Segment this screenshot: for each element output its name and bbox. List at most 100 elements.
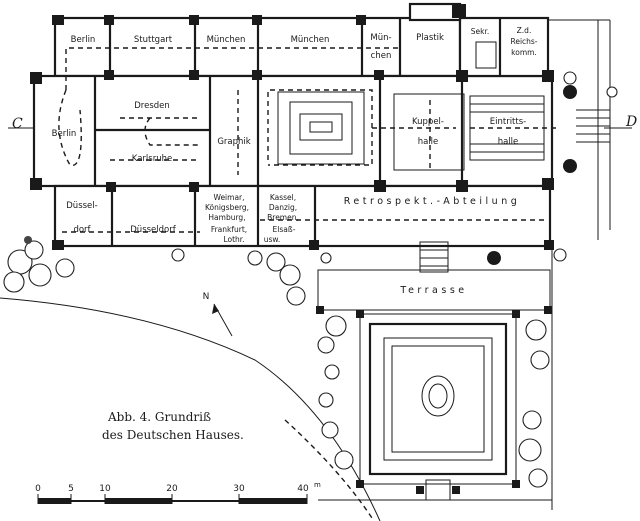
terrace-dashed-line	[284, 419, 373, 519]
tree	[24, 236, 32, 244]
kuppelhalle-ring	[393, 93, 465, 171]
route-courtyard	[267, 89, 373, 166]
room-label-kassel-3: Bremen,	[267, 213, 299, 222]
room-label-kassel-5: usw.	[264, 235, 281, 244]
room-label-kassel-2: Danzig,	[269, 203, 297, 212]
fountain-inner	[428, 383, 448, 409]
terrace	[316, 269, 552, 501]
tree	[518, 438, 542, 462]
column-round	[487, 251, 501, 265]
pillar	[512, 480, 520, 488]
room-label-weimar-3: Hamburg,	[208, 213, 245, 222]
column-round	[563, 85, 577, 99]
route-south	[62, 219, 545, 233]
room-label-berlin-left: Berlin	[52, 129, 77, 139]
tree	[325, 315, 347, 337]
room-label-dresden: Dresden	[134, 101, 170, 111]
tree	[279, 264, 301, 286]
pillar	[542, 70, 554, 82]
pillar	[356, 15, 366, 25]
pillar	[30, 178, 42, 190]
courtyard-basin	[299, 113, 343, 141]
room-label-weimar-4: Frankfurt,	[211, 225, 247, 234]
room-label-kassel-4: Elsaß-	[273, 225, 296, 234]
fountain-basin	[421, 375, 455, 417]
pillar	[452, 486, 460, 494]
scale-label-5: 5	[68, 484, 74, 494]
courtyard-outer	[277, 91, 365, 165]
pillar	[52, 15, 64, 25]
pillars	[30, 4, 577, 265]
terrace-stairs	[419, 241, 449, 273]
column-round	[563, 159, 577, 173]
pillar	[452, 4, 466, 18]
room-label-plastik: Plastik	[416, 33, 444, 43]
pillar	[356, 480, 364, 488]
pillar	[456, 180, 468, 192]
scale-unit: m	[314, 481, 321, 489]
tree	[324, 364, 340, 380]
caption-line-2: des Deutschen Hauses.	[102, 428, 244, 442]
terrace-label: Terrasse	[399, 285, 467, 296]
tree	[266, 252, 286, 272]
pillar	[512, 310, 520, 318]
tree	[3, 271, 25, 293]
tree	[530, 350, 550, 370]
tree	[553, 248, 567, 262]
pillar	[544, 240, 554, 250]
room-label-weimar-5: Lothr.	[223, 235, 244, 244]
scale-label-10: 10	[99, 484, 111, 494]
room-label-reichskomm-3: komm.	[511, 48, 537, 57]
garden-gate	[425, 479, 451, 501]
room-label-eintrittshalle-1: Eintritts-	[490, 117, 526, 127]
terrace-area	[317, 269, 551, 311]
scale-bar-seg	[105, 498, 172, 504]
north-label: N	[203, 292, 210, 302]
north-arrow: N	[203, 292, 233, 337]
pillar	[374, 180, 386, 192]
tree	[606, 86, 618, 98]
section-marker-c: C	[12, 116, 23, 132]
scale-bar-seg	[239, 498, 307, 504]
pillar	[542, 178, 554, 190]
north-arrow-head	[212, 304, 219, 314]
pillar	[30, 72, 42, 84]
pillar	[52, 240, 64, 250]
pillar	[374, 70, 384, 80]
tree	[321, 421, 339, 439]
tree	[563, 71, 577, 85]
pillar	[356, 310, 364, 318]
scale-bar: 0 5 10 20 30 40 m	[35, 481, 321, 504]
route-berlin-loop	[58, 89, 82, 167]
pillar	[189, 15, 199, 25]
scale-label-30: 30	[233, 484, 245, 494]
pillar	[252, 15, 262, 25]
partitions	[93, 18, 502, 246]
annex-stairs	[475, 41, 497, 69]
room-label-kuppelhalle-2: halle	[418, 137, 439, 147]
pillar	[309, 240, 319, 250]
trees	[3, 71, 618, 488]
pillar	[316, 306, 324, 314]
pillar	[252, 70, 262, 80]
pillar	[104, 70, 114, 80]
room-label-kassel-1: Kassel,	[270, 193, 296, 202]
scale-label-20: 20	[166, 484, 178, 494]
route-north	[65, 47, 400, 90]
room-label-berlin-top: Berlin	[71, 35, 96, 45]
garden-lawn	[391, 345, 485, 453]
room-label-muenchen-3a: Mün-	[370, 33, 391, 43]
pillar	[544, 306, 552, 314]
room-label-reichskomm-2: Reichs-	[510, 37, 537, 46]
pillar	[416, 486, 424, 494]
room-label-duesseldorf-1: Düssel-	[66, 201, 97, 211]
tree	[28, 263, 52, 287]
room-label-karlsruhe: Karlsruhe	[132, 154, 172, 164]
room-label-stuttgart: Stuttgart	[134, 35, 173, 45]
scale-label-40: 40	[297, 484, 309, 494]
room-label-sekr: Sekr.	[471, 27, 490, 36]
courtyard-inner	[289, 101, 353, 155]
room-label-graphik: Graphik	[217, 137, 250, 147]
garden-court-inner	[383, 337, 493, 461]
route-dresden	[120, 117, 200, 146]
